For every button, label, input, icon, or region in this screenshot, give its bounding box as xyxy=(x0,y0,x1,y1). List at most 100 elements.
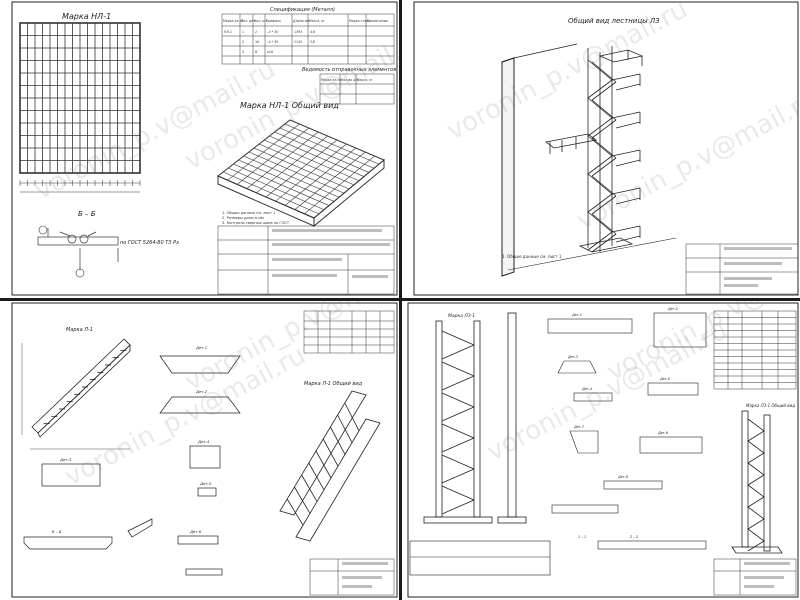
landing-rail xyxy=(611,149,641,157)
spec-table xyxy=(221,13,395,65)
stair-flight xyxy=(591,119,617,139)
spec-cell: ⌀16 xyxy=(267,50,273,54)
spec-cell: 2 xyxy=(242,40,244,44)
note-line: 1. Общие данные см. лист 1 xyxy=(222,211,275,215)
landing-rail xyxy=(615,159,641,167)
tower-iso xyxy=(731,410,783,554)
stair-flight xyxy=(587,97,613,119)
spec-cell: 5,8 xyxy=(310,40,315,44)
grating-plan xyxy=(19,22,141,174)
spec-cell: 2 xyxy=(255,30,257,34)
title-block xyxy=(309,558,395,596)
drawing-panel-top-right[interactable]: Общий вид лестницы ЛЗ 1. Общие данные см… xyxy=(402,0,800,298)
detail-label: Дет.7 xyxy=(573,425,585,429)
ladder-rung xyxy=(286,498,304,526)
spec-table xyxy=(713,310,797,390)
title-block xyxy=(713,558,797,596)
grating-bar xyxy=(294,151,366,210)
vedom-header: Масса, кг xyxy=(357,78,373,82)
tower-brace xyxy=(747,452,765,464)
tower-brace xyxy=(747,496,765,508)
spec-header: Профиль xyxy=(266,19,281,23)
tower-brace xyxy=(441,392,475,408)
drawing-panel-top-left[interactable]: Марка НЛ-1 Б – Б по ГОСТ 5264-80 Т3 Рз С… xyxy=(0,0,399,298)
spec-cell: –4 * 30 xyxy=(267,40,278,44)
spec-table xyxy=(303,310,395,354)
detail-label: Дет.3 xyxy=(59,457,72,462)
tower-brace xyxy=(441,361,475,377)
landing-rail xyxy=(615,83,641,91)
note-line: 3. Контроль сварных швов по ГОСТ xyxy=(222,221,290,225)
spec-cell: –4 * 30 xyxy=(267,30,278,34)
ladder-rung xyxy=(344,402,360,431)
tower-brace xyxy=(747,540,765,552)
spec-header: Примечание xyxy=(367,19,388,23)
vedom-table xyxy=(319,73,395,105)
grating-bar xyxy=(246,131,319,189)
spec-cell: 16 xyxy=(255,40,259,44)
detail-parts xyxy=(23,355,241,576)
stair-flight xyxy=(591,99,617,121)
stair-flight xyxy=(591,137,617,159)
tower-brace xyxy=(747,430,765,442)
detail-label: Дет.6 xyxy=(657,431,668,435)
detail-label: Дет.1 xyxy=(195,345,207,350)
stair-flight xyxy=(591,195,617,215)
stair-tower xyxy=(545,46,641,253)
vedom-title: Ведомость отправочных элементов xyxy=(302,67,396,73)
stair-flight xyxy=(591,61,617,83)
spec-header: Масса, кг xyxy=(309,19,325,23)
ladder-rung xyxy=(294,486,311,514)
gost-note: по ГОСТ 5264-80 Т3 Рз xyxy=(120,240,179,246)
drawing-staircase-sheet: Общий вид лестницы ЛЗ 1. Общие данные см… xyxy=(413,1,799,296)
ladder-rung xyxy=(337,414,353,443)
stair-flight xyxy=(587,135,613,157)
tower-brace xyxy=(747,462,765,476)
iso-title: Марка НЛ-1 Общий вид xyxy=(240,101,339,110)
spec-header: Поз. дет. xyxy=(241,19,256,23)
grating-bar xyxy=(275,143,347,202)
detail-label: 2 – 2 xyxy=(630,535,638,539)
tower-title: Марка ЛЗ-1 xyxy=(448,313,475,319)
section-detail xyxy=(37,228,119,270)
tower-brace xyxy=(747,440,765,454)
detail-label: Дет.2 xyxy=(667,307,678,311)
tower-brace xyxy=(441,454,475,470)
landing-rail xyxy=(615,235,641,243)
title-block xyxy=(217,225,395,295)
tower-side xyxy=(497,312,527,524)
ladder-elevation xyxy=(21,338,131,450)
tower-brace xyxy=(747,518,765,530)
landing-rail xyxy=(611,73,641,81)
landing-rail xyxy=(611,187,641,195)
stair-flight xyxy=(587,155,613,175)
detail-label: Дет.4 xyxy=(581,387,592,391)
stair-flight xyxy=(591,81,617,101)
grating-bar xyxy=(256,135,328,194)
landing-rail xyxy=(611,111,641,119)
vedom-header: Марка эл-та xyxy=(321,78,341,82)
tower-brace xyxy=(441,406,475,422)
stair-title: Общий вид лестницы ЛЗ xyxy=(568,17,660,25)
ladder-iso-title: Марка Л-1 Общий вид xyxy=(304,381,363,387)
spec-cell: 1143 xyxy=(294,40,302,44)
spec-header: Марка стали xyxy=(349,19,370,23)
spec-cell: 3 xyxy=(242,50,244,54)
grating-bar xyxy=(304,155,375,215)
ladder-iso xyxy=(279,390,381,542)
title-block xyxy=(685,243,799,295)
ladder-title: Марка Л-1 xyxy=(66,327,93,333)
tower-brace xyxy=(441,437,475,453)
detail-label: Дет.2 xyxy=(195,389,208,394)
detail-label: Дет.5 xyxy=(659,377,670,381)
stair-flight xyxy=(587,193,613,213)
tower-brace xyxy=(441,375,475,391)
spec-header: Кол. шт. xyxy=(254,19,268,23)
plan-title: Марка НЛ-1 xyxy=(62,12,111,21)
landing-rail xyxy=(615,197,641,205)
grating-bar xyxy=(285,147,356,206)
tower-brace xyxy=(441,468,475,484)
drawing-ladder-sheet: Марка Л-1 Дет.1Дет.2Дет.3Дет.4Дет.5Дет.6… xyxy=(11,302,398,598)
